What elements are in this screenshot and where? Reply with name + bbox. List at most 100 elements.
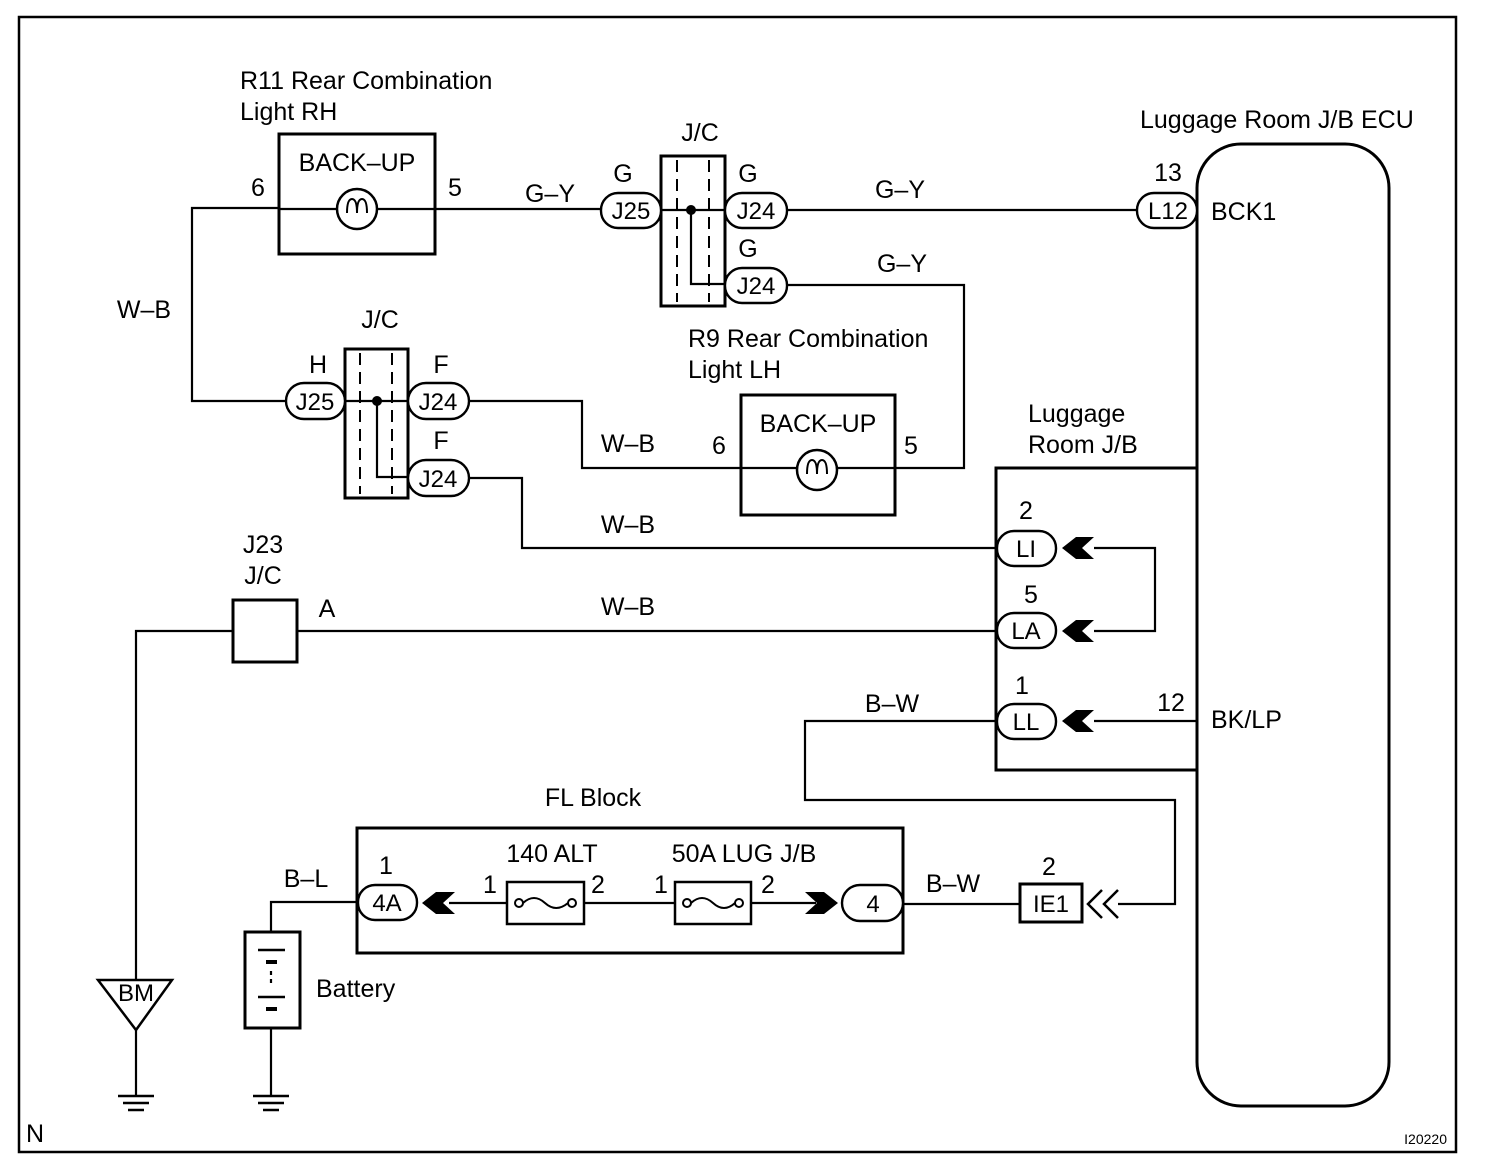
fuse2-icon bbox=[673, 880, 753, 926]
jc-upper-conn-left bbox=[599, 191, 663, 230]
fuse2-label: 50A LUG J/B bbox=[672, 840, 817, 868]
wire-label-bl: B–L bbox=[284, 865, 329, 893]
wire-wb-r11-to-jc bbox=[190, 206, 286, 403]
r9-title-line1: R9 Rear Combination bbox=[688, 325, 928, 353]
jc-lower-branch bbox=[375, 401, 408, 479]
jc-lower-conn-left bbox=[284, 381, 347, 421]
wire-label-gy-1: G–Y bbox=[525, 180, 575, 208]
jc-upper-label: J/C bbox=[681, 119, 719, 147]
fuse2-pin-left: 1 bbox=[654, 871, 668, 899]
wire-label-bw-1: B–W bbox=[865, 690, 920, 718]
ground-bm-label: BM bbox=[118, 980, 154, 1007]
battery-box bbox=[243, 930, 302, 1030]
fl-conn-4 bbox=[840, 883, 905, 923]
wire-label-wb-2: W–B bbox=[601, 430, 655, 458]
fl-4a-terminal-icon bbox=[422, 892, 455, 914]
j23-junction-connector: J23 J/C A bbox=[231, 531, 336, 664]
jc-lower-pin-left: H bbox=[309, 351, 327, 379]
luggage-room-jb-ecu: Luggage Room J/B ECU L12 13 BCK1 12 BK/L… bbox=[1135, 106, 1414, 1108]
lug-jb-conn-li-label: LI bbox=[1016, 536, 1036, 563]
jc-upper-conn-right-bottom bbox=[723, 266, 789, 305]
jc-upper-box bbox=[659, 154, 727, 308]
wire-label-bw-2: B–W bbox=[926, 870, 981, 898]
jc-upper-conn-right-bottom-label: J24 bbox=[737, 273, 776, 300]
fl-block-title: FL Block bbox=[545, 784, 642, 812]
lug-jb-pin-la: 5 bbox=[1024, 581, 1038, 609]
fl-block: FL Block 4A 1 140 ALT 1 2 50A LUG J/B 1 … bbox=[355, 784, 905, 955]
lug-jb-conn-la bbox=[995, 611, 1058, 650]
r11-rear-combination-light-rh: R11 Rear Combination Light RH BACK–UP 6 … bbox=[240, 67, 492, 256]
r9-bulb-label: BACK–UP bbox=[760, 410, 877, 438]
r11-bulb-icon bbox=[335, 187, 379, 231]
ie1-label: IE1 bbox=[1033, 891, 1069, 918]
jc-lower-conn-right-bottom bbox=[406, 458, 471, 498]
wire-label-gy-2: G–Y bbox=[875, 176, 925, 204]
fl-pin-4a: 1 bbox=[379, 852, 393, 880]
jc-upper-junction-dot bbox=[686, 205, 696, 215]
jc-upper-conn-left-label: J25 bbox=[612, 198, 651, 225]
lug-jb-li-terminal-icon bbox=[1062, 537, 1094, 559]
r9-rear-combination-light-lh: R9 Rear Combination Light LH BACK–UP 6 5 bbox=[688, 325, 928, 517]
jc-upper: J/C J25 G J24 G J24 G bbox=[599, 119, 789, 308]
jc-upper-conn-right-top bbox=[723, 191, 789, 230]
ecu-terminal-bck1: BCK1 bbox=[1211, 198, 1276, 226]
wires bbox=[134, 206, 1197, 1096]
ecu-conn-l12 bbox=[1135, 191, 1199, 230]
jc-lower-label: J/C bbox=[361, 306, 399, 334]
fuse1-label: 140 ALT bbox=[506, 840, 597, 868]
j23-label-line2: J/C bbox=[244, 562, 282, 590]
jc-upper-branch bbox=[689, 210, 725, 286]
wire-wb-jc-to-li bbox=[469, 476, 997, 550]
r11-title-line2: Light RH bbox=[240, 98, 337, 126]
ie1-box bbox=[1018, 882, 1084, 924]
ie1-terminal-icon bbox=[1086, 889, 1119, 919]
lug-jb-conn-ll-label: LL bbox=[1013, 709, 1040, 736]
jc-upper-conn-right-top-label: J24 bbox=[737, 198, 776, 225]
battery: Battery bbox=[243, 930, 396, 1030]
wire-li-la-jumper bbox=[1094, 546, 1157, 633]
ie1-pin: 2 bbox=[1042, 853, 1056, 881]
wire-bw-ll-to-ie1 bbox=[803, 719, 1177, 906]
ecu-conn-l12-label: L12 bbox=[1148, 198, 1188, 225]
jc-lower-pin-right-bottom: F bbox=[433, 427, 448, 455]
wire-label-wb-3: W–B bbox=[601, 511, 655, 539]
r11-pin-right: 5 bbox=[448, 174, 462, 202]
j23-pin: A bbox=[319, 595, 336, 623]
corner-mark-left: N bbox=[26, 1120, 44, 1148]
fl-conn-4a-label: 4A bbox=[372, 890, 401, 917]
ecu-box bbox=[1195, 142, 1391, 1108]
fuse1-pin-right: 2 bbox=[591, 871, 605, 899]
lug-jb-pin-li: 2 bbox=[1019, 497, 1033, 525]
wire-wb-j23-to-ground bbox=[134, 629, 233, 980]
r11-box bbox=[277, 132, 437, 256]
wire-label-wb-1: W–B bbox=[117, 296, 171, 324]
jc-lower-conn-left-label: J25 bbox=[296, 389, 335, 416]
fl-4-terminal-icon bbox=[805, 892, 838, 914]
jc-upper-pin-right-bottom: G bbox=[738, 235, 757, 263]
r9-pin-right: 5 bbox=[904, 432, 918, 460]
r9-box bbox=[739, 393, 897, 517]
lug-jb-ll-terminal-icon bbox=[1062, 710, 1094, 732]
ground-bm-triangle bbox=[95, 978, 175, 1033]
wire-gy-jc-to-r9 bbox=[787, 283, 966, 470]
fl-block-box bbox=[355, 826, 905, 955]
ecu-terminal-bklp: BK/LP bbox=[1211, 706, 1282, 734]
wire-bl-fl-to-battery bbox=[269, 900, 358, 932]
lug-jb-title-line1: Luggage bbox=[1028, 400, 1125, 428]
r11-bulb-label: BACK–UP bbox=[299, 149, 416, 177]
lug-jb-box bbox=[994, 466, 1197, 772]
jc-lower-junction-dot bbox=[372, 396, 382, 406]
fuse1-icon bbox=[505, 880, 586, 926]
jc-lower-pin-right-top: F bbox=[433, 351, 448, 379]
ground-bm: BM bbox=[95, 978, 175, 1112]
r11-pin-left: 6 bbox=[251, 174, 265, 202]
r9-bulb-icon bbox=[795, 448, 839, 492]
diagram-frame bbox=[17, 15, 1458, 1154]
battery-label: Battery bbox=[316, 975, 396, 1003]
corner-mark-right: I20220 bbox=[1404, 1131, 1447, 1147]
r11-title-line1: R11 Rear Combination bbox=[240, 67, 492, 95]
ie1-connector: 2 IE1 bbox=[1018, 853, 1119, 924]
j23-label-line1: J23 bbox=[243, 531, 283, 559]
jc-lower-conn-right-top-label: J24 bbox=[419, 389, 458, 416]
